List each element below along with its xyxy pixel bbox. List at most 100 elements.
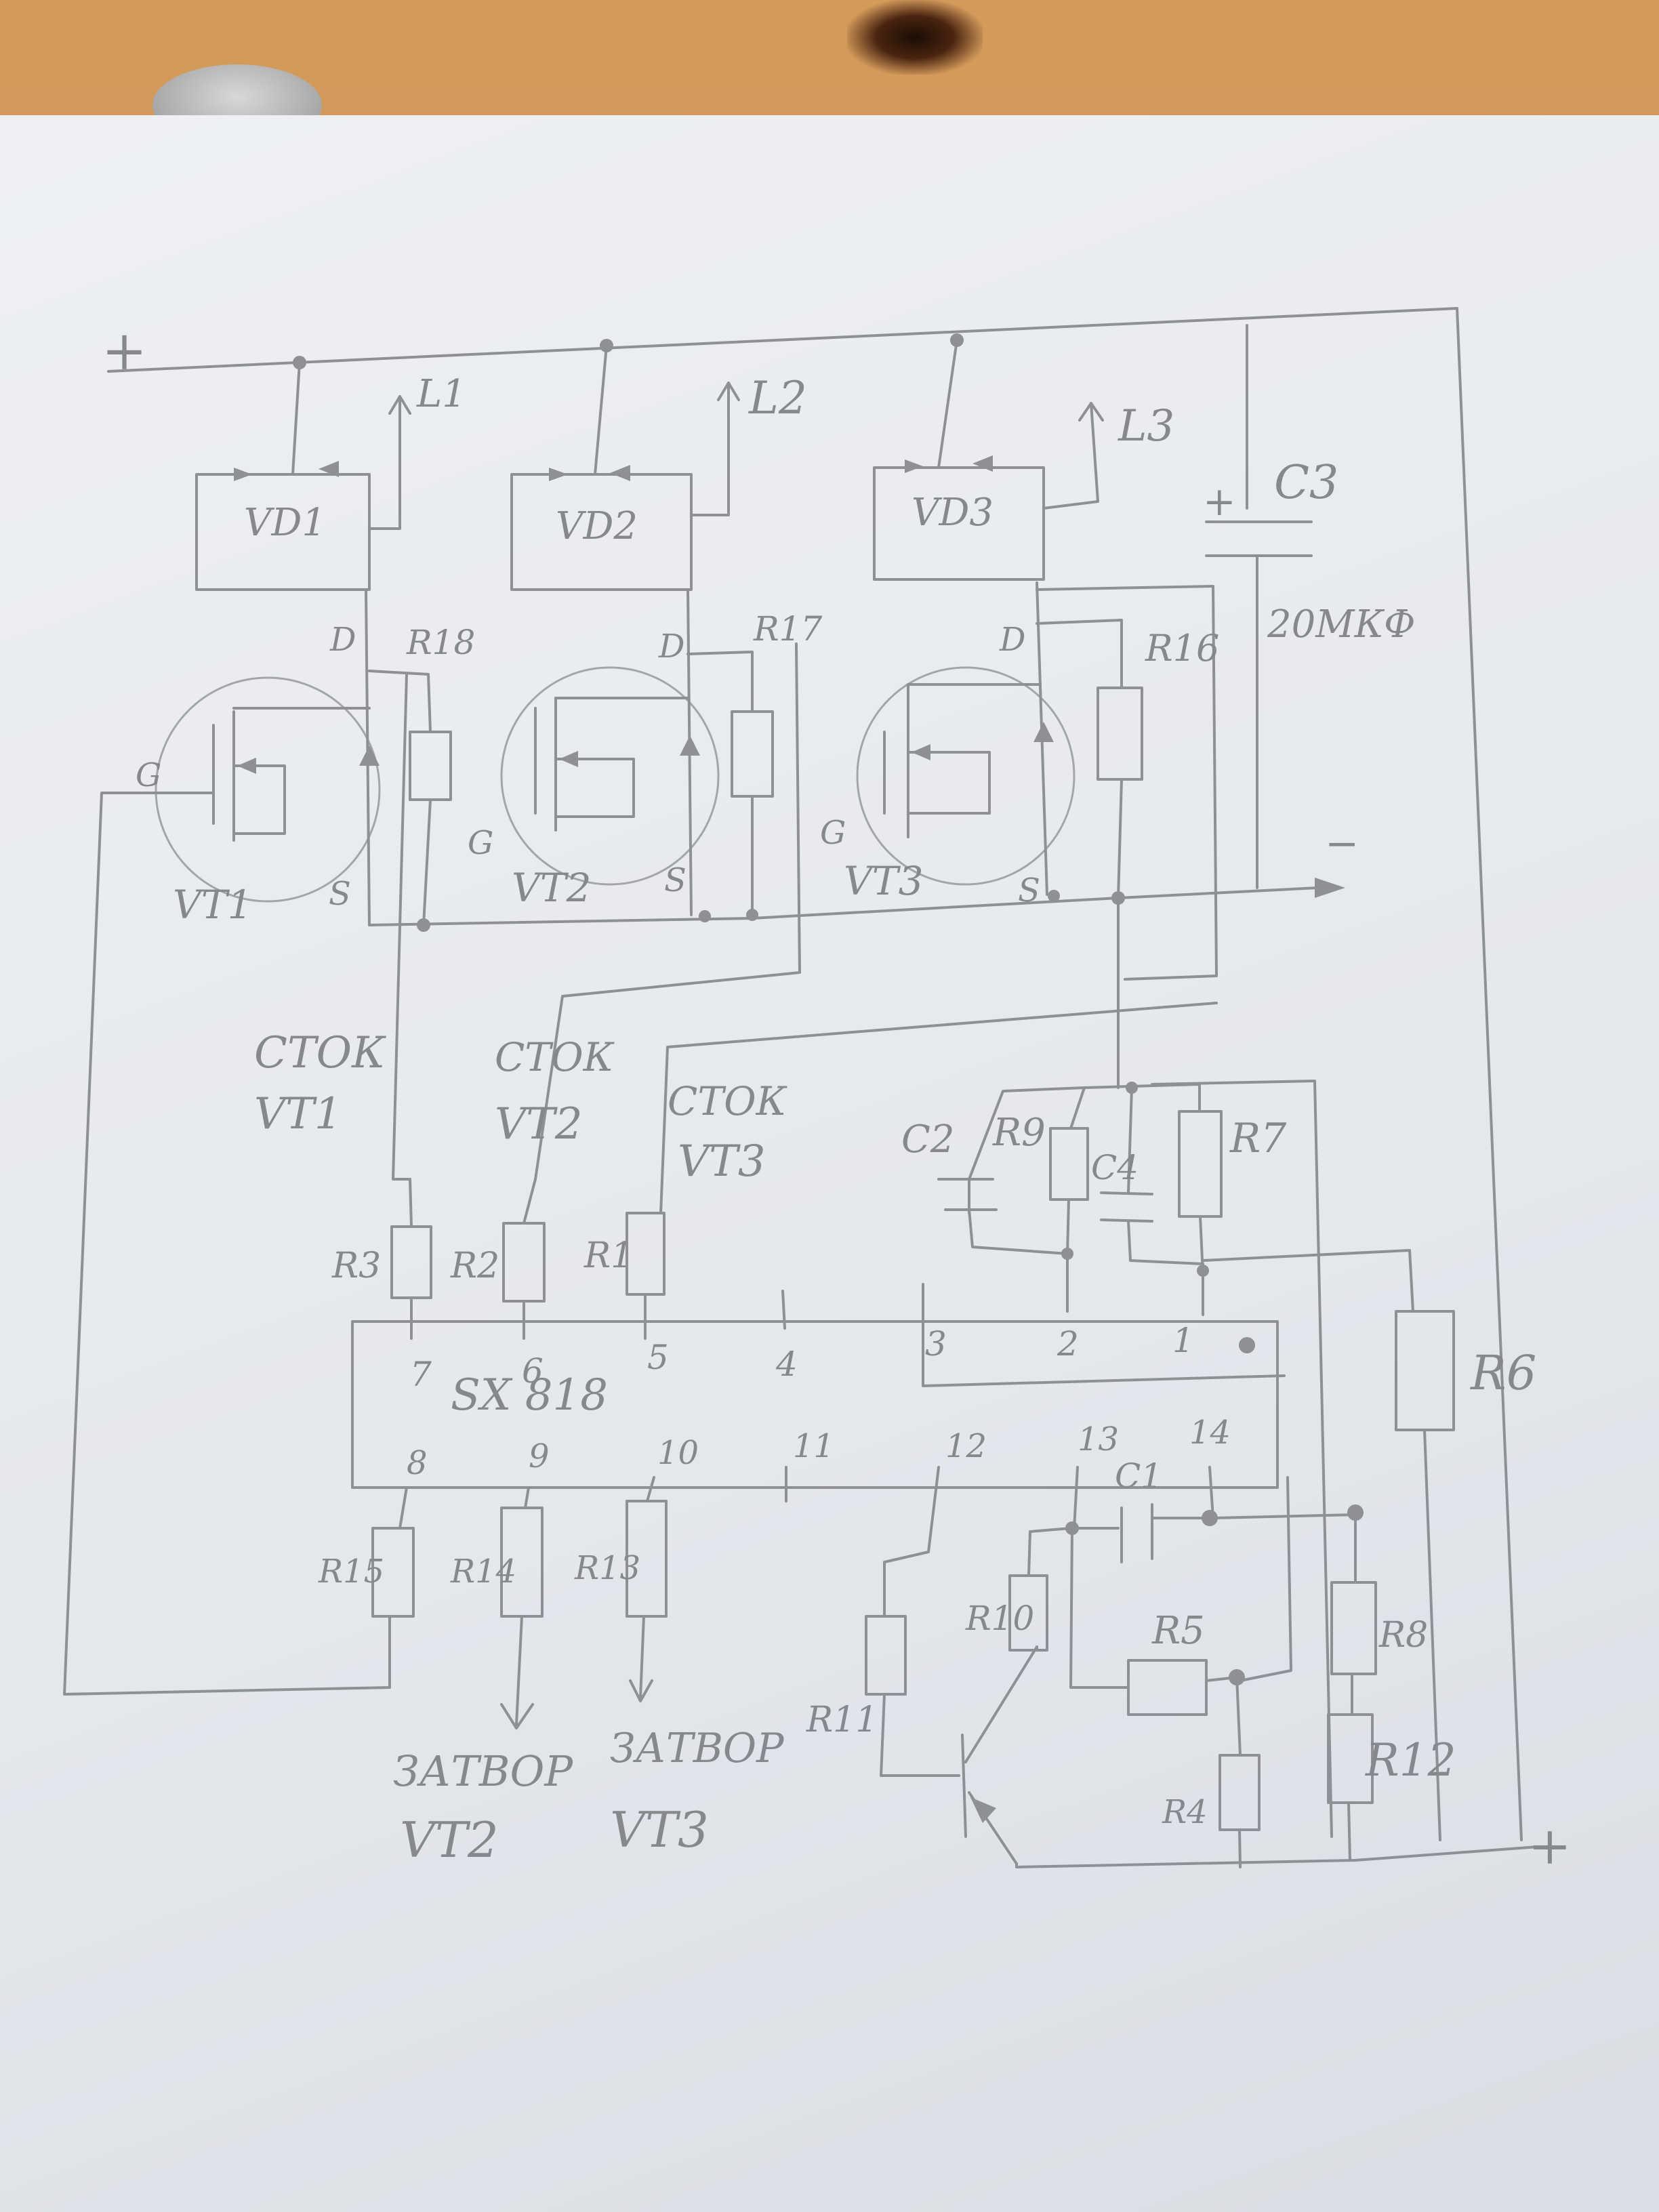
wire — [232, 764, 286, 835]
arrow-icon — [237, 758, 256, 774]
wire — [1423, 1429, 1441, 1841]
arrow-up-icon — [717, 382, 740, 401]
resistor-r6 — [1395, 1310, 1455, 1431]
burn-mark — [847, 0, 983, 75]
ic-pin1-marker — [1239, 1337, 1255, 1353]
ic-pin-7: 7 — [410, 1355, 432, 1394]
wire — [1069, 1527, 1130, 1689]
resistor-r15 — [371, 1527, 415, 1618]
ic-pin-9: 9 — [529, 1437, 550, 1475]
gate-vt3-line2: VT3 — [610, 1801, 709, 1858]
r5-label: R5 — [1151, 1609, 1205, 1653]
r6-label: R6 — [1469, 1345, 1536, 1401]
wire-l3 — [1042, 402, 1099, 510]
arrow-down-icon — [629, 1679, 653, 1702]
wire — [907, 751, 991, 815]
vt2-source-label: S — [664, 861, 687, 899]
vt2-circle — [500, 666, 720, 886]
ic-pin-13: 13 — [1078, 1420, 1119, 1458]
gate-vt3-line1: ЗАТВОР — [610, 1725, 785, 1772]
wire — [639, 1476, 655, 1699]
ic-pin-12: 12 — [945, 1427, 987, 1465]
body-diode-icon — [1033, 722, 1054, 742]
gate-vt2-line2: VT2 — [400, 1811, 499, 1868]
stock-vt1-line2: VT1 — [254, 1089, 342, 1139]
r16-label: R16 — [1145, 627, 1219, 670]
stock-vt1-line1: СТОК — [254, 1028, 386, 1078]
resistor-r17 — [731, 710, 774, 798]
body-diode-icon — [680, 735, 700, 756]
body-diode-icon — [359, 745, 380, 766]
vt2-drain-label: D — [658, 628, 684, 665]
arrow-icon — [912, 744, 930, 760]
wire — [968, 1208, 1069, 1255]
wire — [368, 670, 432, 733]
bottom-positive-label: + — [1528, 1816, 1572, 1876]
vt2-label: VT2 — [512, 865, 591, 911]
arrow-right-icon — [1315, 878, 1345, 898]
arrow-down-icon — [500, 1703, 534, 1729]
wire — [1235, 1676, 1242, 1757]
arrow-icon — [559, 751, 578, 767]
wire — [1347, 1801, 1351, 1862]
wire — [1036, 619, 1123, 689]
r1-label: R1 — [583, 1235, 633, 1276]
stock-vt1-wire — [392, 673, 411, 1181]
vd2-label: VD2 — [556, 504, 638, 548]
diode-vd2 — [510, 473, 693, 591]
stock-vt2-wire — [534, 642, 801, 1181]
r4-label: R4 — [1162, 1793, 1208, 1831]
stock-vt2-line1: СТОК — [495, 1034, 615, 1080]
wire — [883, 1466, 940, 1618]
vt1-circle — [155, 676, 381, 903]
r14-label: R14 — [450, 1553, 516, 1591]
stock-vt3-line1: СТОК — [668, 1078, 788, 1124]
diode-arrow-icon — [549, 468, 568, 481]
node — [746, 909, 758, 921]
resistor-r5 — [1127, 1659, 1208, 1716]
ic-pin-6: 6 — [522, 1351, 544, 1391]
diode-vd3 — [873, 466, 1045, 581]
r18-label: R18 — [406, 623, 475, 662]
diode-arrow-icon — [319, 461, 339, 477]
resistor-r4 — [1218, 1754, 1261, 1831]
r10-label: R10 — [965, 1599, 1034, 1638]
right-positive-rail — [1456, 307, 1523, 1841]
arrow-up-icon — [388, 395, 411, 415]
transistor-base-bar — [961, 1734, 967, 1838]
wire — [968, 1086, 1086, 1214]
r13-label: R13 — [574, 1549, 640, 1587]
stock-vt2-line2: VT2 — [495, 1099, 583, 1149]
ic-pin-8: 8 — [407, 1444, 428, 1482]
resistor-r11 — [865, 1615, 907, 1696]
diode-arrow-icon — [610, 465, 630, 481]
l2-label: L2 — [748, 372, 807, 424]
r8-label: R8 — [1378, 1615, 1428, 1656]
ic-pin-3: 3 — [925, 1324, 947, 1364]
c3-label: C3 — [1274, 456, 1338, 510]
r17-label: R17 — [753, 609, 822, 649]
vt1-gate-label: G — [136, 756, 161, 794]
wire — [1117, 778, 1123, 899]
c4-plate-bottom — [1100, 1218, 1153, 1223]
resistor-r18 — [409, 731, 452, 801]
collector-line — [964, 1645, 1038, 1763]
resistor-r9 — [1049, 1127, 1089, 1201]
vd3-label: VD3 — [912, 491, 994, 535]
ic-label: SX 818 — [451, 1370, 608, 1420]
wire — [594, 344, 608, 476]
ic-pin-14: 14 — [1189, 1414, 1231, 1452]
r9-label: R9 — [992, 1111, 1046, 1155]
resistor-r16 — [1097, 687, 1143, 781]
wire — [880, 1693, 960, 1777]
arrow-up-icon — [1078, 402, 1104, 422]
resistor-r12 — [1327, 1713, 1374, 1804]
wire — [1036, 585, 1218, 981]
c3-polarity: + — [1203, 478, 1236, 525]
ic-pin-2: 2 — [1057, 1324, 1079, 1364]
wire — [515, 1486, 530, 1726]
diode-arrow-icon — [905, 459, 923, 473]
wire — [1202, 1249, 1414, 1313]
node — [1048, 890, 1060, 902]
vt3-label: VT3 — [844, 858, 923, 904]
